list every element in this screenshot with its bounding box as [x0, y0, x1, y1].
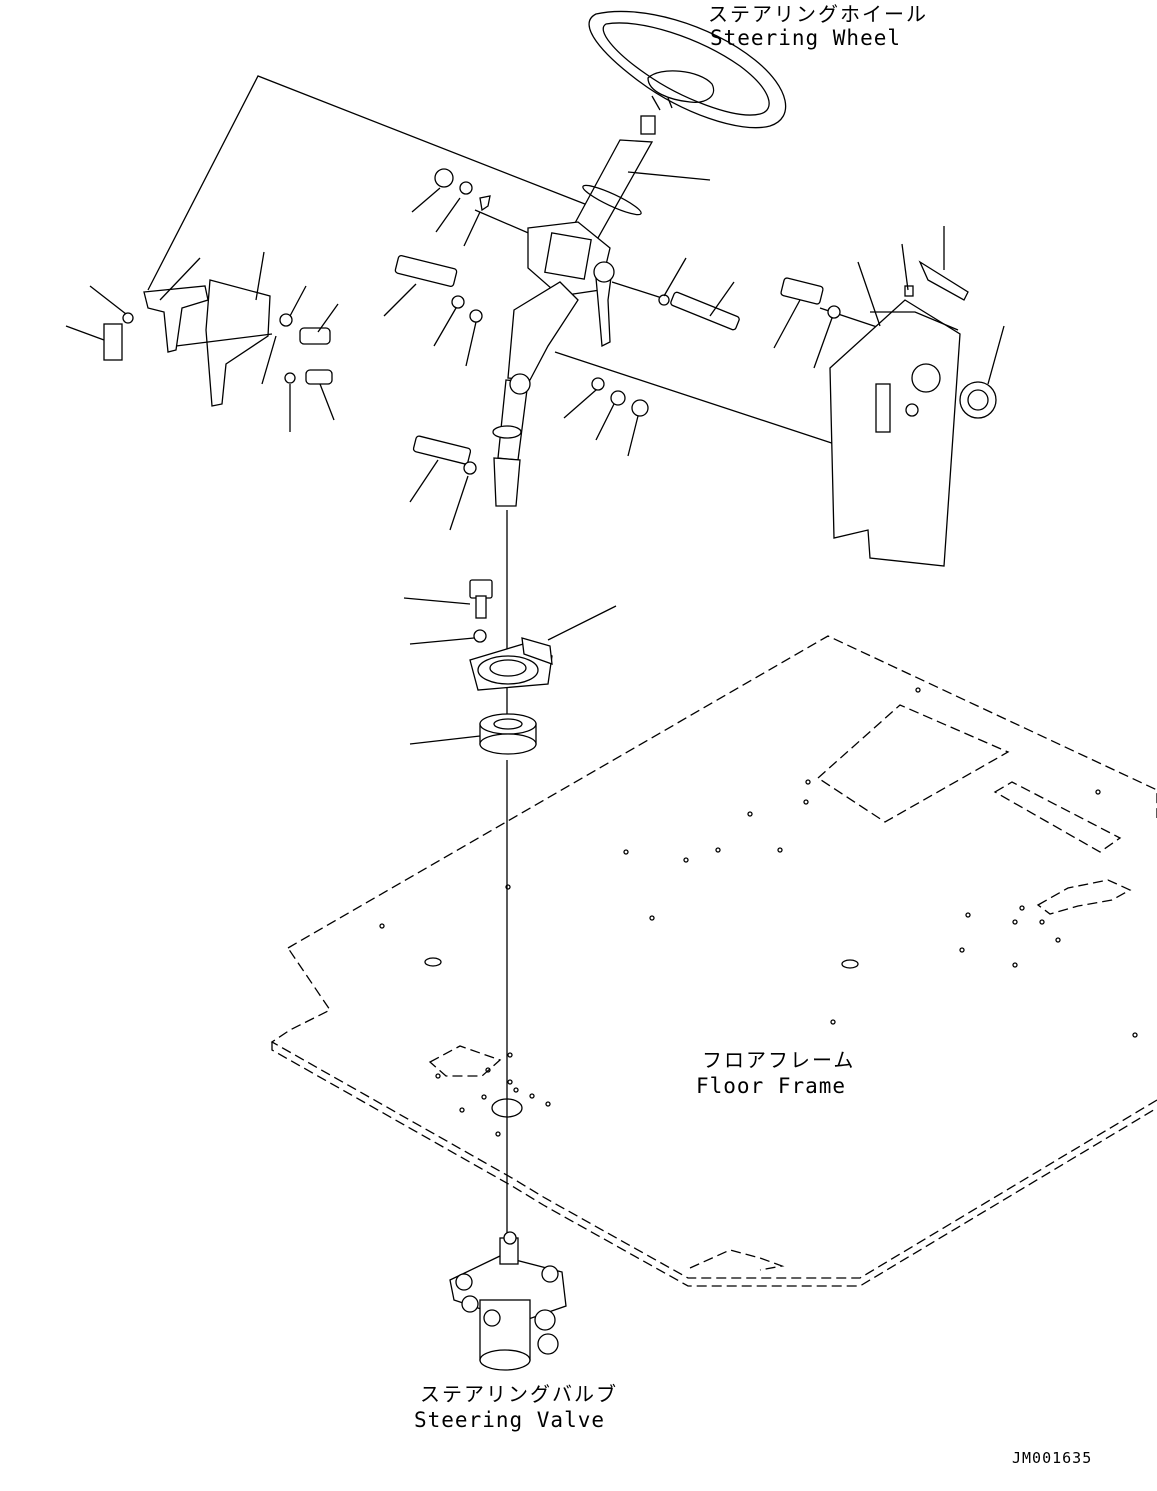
steering-valve	[449, 1231, 567, 1371]
floor-frame	[270, 635, 1157, 1287]
steering-valve-label-jp: ステアリングバルブ	[420, 1382, 618, 1406]
column-fasteners	[394, 168, 740, 475]
steering-wheel-label: Steering Wheel	[710, 26, 902, 50]
steering-valve-label: Steering Valve	[414, 1408, 606, 1432]
drawing-code: JM001635	[1012, 1449, 1093, 1467]
floor-frame-label-jp: フロアフレーム	[702, 1048, 856, 1072]
leader-lines	[65, 171, 1005, 745]
lower-bearing-assembly	[469, 579, 553, 755]
right-cover-panel	[780, 260, 997, 567]
steering-column	[492, 115, 656, 507]
floor-frame-label: Floor Frame	[696, 1074, 847, 1098]
floor-frame-holes	[379, 687, 1138, 1137]
left-bracket	[103, 279, 333, 407]
steering-wheel-label-jp: ステアリングホイール	[708, 2, 928, 26]
steering-wheel	[588, 10, 787, 129]
assembly-centerlines	[147, 75, 881, 1240]
